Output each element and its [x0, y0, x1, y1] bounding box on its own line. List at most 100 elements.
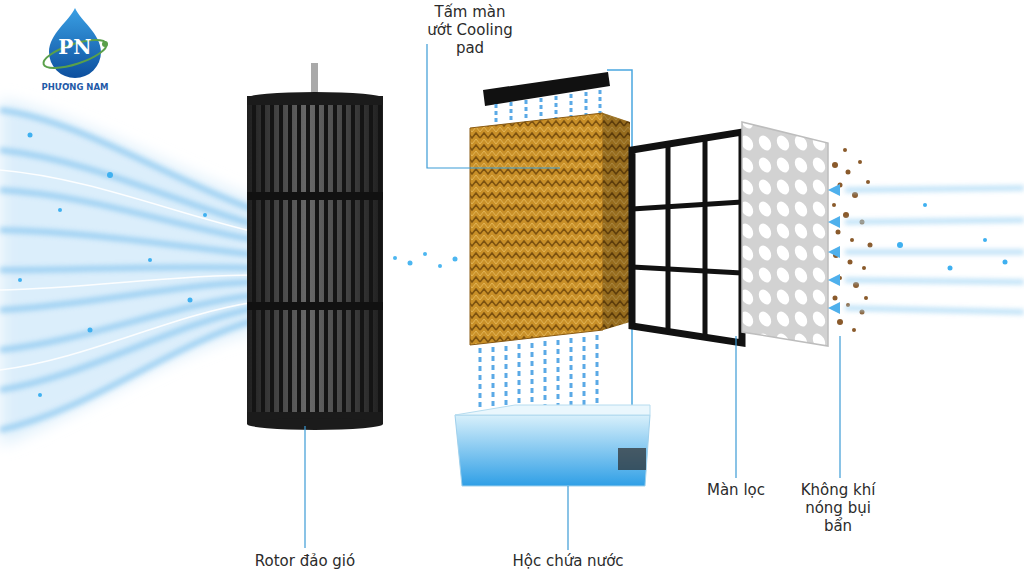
leader-line: [304, 426, 305, 548]
leader-line: [735, 336, 736, 478]
pad-shade: [603, 113, 630, 330]
logo-name: PHƯƠNG NAM: [30, 83, 120, 92]
dust-particle: [852, 192, 858, 198]
air-particle: [28, 133, 33, 138]
cool-air-dots: [393, 252, 458, 268]
air-particle: [408, 261, 413, 266]
leader-line: [567, 486, 568, 550]
part-label: Hộc chứa nước: [498, 552, 638, 570]
dust-particle: [837, 319, 843, 325]
dust-particle: [836, 230, 841, 235]
air-particle: [923, 203, 927, 207]
air-stream: [845, 220, 1024, 222]
air-particle: [148, 258, 152, 262]
orbit-dot: [102, 41, 108, 47]
part-label: Tấm màn ướt Cooling pad: [420, 3, 520, 57]
leader-line: [427, 44, 560, 168]
air-highlight: [0, 275, 255, 290]
air-stream: [845, 188, 1024, 312]
dust-particle: [862, 266, 866, 270]
air-particle: [18, 278, 22, 282]
air-stream: [0, 282, 255, 310]
hot-air-streams: [828, 184, 1024, 314]
leader-lines: [305, 44, 840, 550]
water-spray: [570, 94, 573, 118]
water-spray: [585, 92, 588, 116]
rotor-slats: [247, 97, 383, 422]
air-particle: [393, 256, 397, 260]
filter-grid: [632, 267, 742, 273]
air-particle: [203, 213, 207, 217]
water-drip: [505, 346, 508, 410]
water-drip: [518, 344, 521, 410]
air-arrowhead: [828, 302, 840, 314]
air-particle: [983, 238, 987, 242]
dust-particle: [832, 162, 838, 168]
part-label: Rotor đảo gió: [245, 552, 365, 570]
mesh-panel: [742, 122, 828, 346]
air-stream: [845, 308, 1024, 312]
water-drip: [557, 340, 560, 410]
water-spray: [525, 100, 528, 124]
rotor-rim: [247, 418, 383, 430]
filter-grid: [632, 202, 742, 209]
dust-particle: [848, 260, 853, 265]
rotor-rim: [247, 96, 383, 105]
water-tank: [455, 415, 650, 486]
air-stream: [0, 230, 255, 255]
water-drip: [480, 335, 597, 410]
dust-particle: [843, 148, 847, 152]
intake-air-streams: [0, 100, 255, 445]
cooling-pad-side: [603, 113, 630, 330]
dust-particle: [846, 170, 851, 175]
part-label: Màn lọc: [696, 481, 776, 499]
rotor-body: [247, 97, 383, 422]
air-particle: [948, 266, 953, 271]
rotor-fan: [247, 63, 383, 430]
logo-initials: PN: [42, 36, 108, 58]
logo-badge: PNPHƯƠNG NAM: [42, 6, 108, 80]
air-particle: [58, 208, 62, 212]
rotor-band: [247, 192, 383, 200]
air-particle: [423, 252, 427, 256]
water-drip: [479, 348, 482, 410]
air-highlight: [0, 170, 255, 370]
air-glow: [0, 100, 255, 445]
air-arrowhead: [828, 274, 840, 286]
air-arrowhead: [828, 246, 840, 258]
leader-line: [839, 336, 840, 478]
air-particle: [107, 172, 113, 178]
air-stream: [0, 267, 255, 270]
dust-particle: [864, 296, 868, 300]
air-particle: [188, 298, 193, 303]
dust-particle: [858, 160, 862, 164]
water-spray: [540, 98, 543, 122]
filter-frame: [632, 132, 742, 343]
air-particle: [88, 328, 93, 333]
dust-particle: [850, 238, 854, 242]
filter-grid: [666, 144, 671, 332]
tank-rim: [455, 405, 650, 415]
air-particle: [18, 133, 207, 398]
cooling-pad: [470, 113, 603, 345]
water-pump: [618, 448, 646, 470]
air-stream: [0, 110, 255, 430]
air-particle: [438, 264, 442, 268]
air-highlight: [0, 302, 255, 370]
water-distributor: [483, 72, 610, 106]
air-arrowhead: [828, 184, 840, 314]
dust-particle: [833, 296, 838, 301]
water-drip: [570, 338, 573, 410]
water-drip: [492, 347, 495, 410]
rotor-rim: [247, 92, 383, 104]
air-arrowhead: [828, 184, 840, 196]
filter-grid: [703, 138, 708, 337]
part-label: Không khí nóng bụi bẩn: [795, 481, 881, 535]
water-spray: [555, 96, 558, 120]
dust-particle: [868, 243, 873, 248]
water-spray: [599, 90, 602, 114]
air-arrowhead: [828, 216, 840, 228]
water-drip: [596, 335, 599, 410]
dust-particle: [853, 282, 859, 288]
